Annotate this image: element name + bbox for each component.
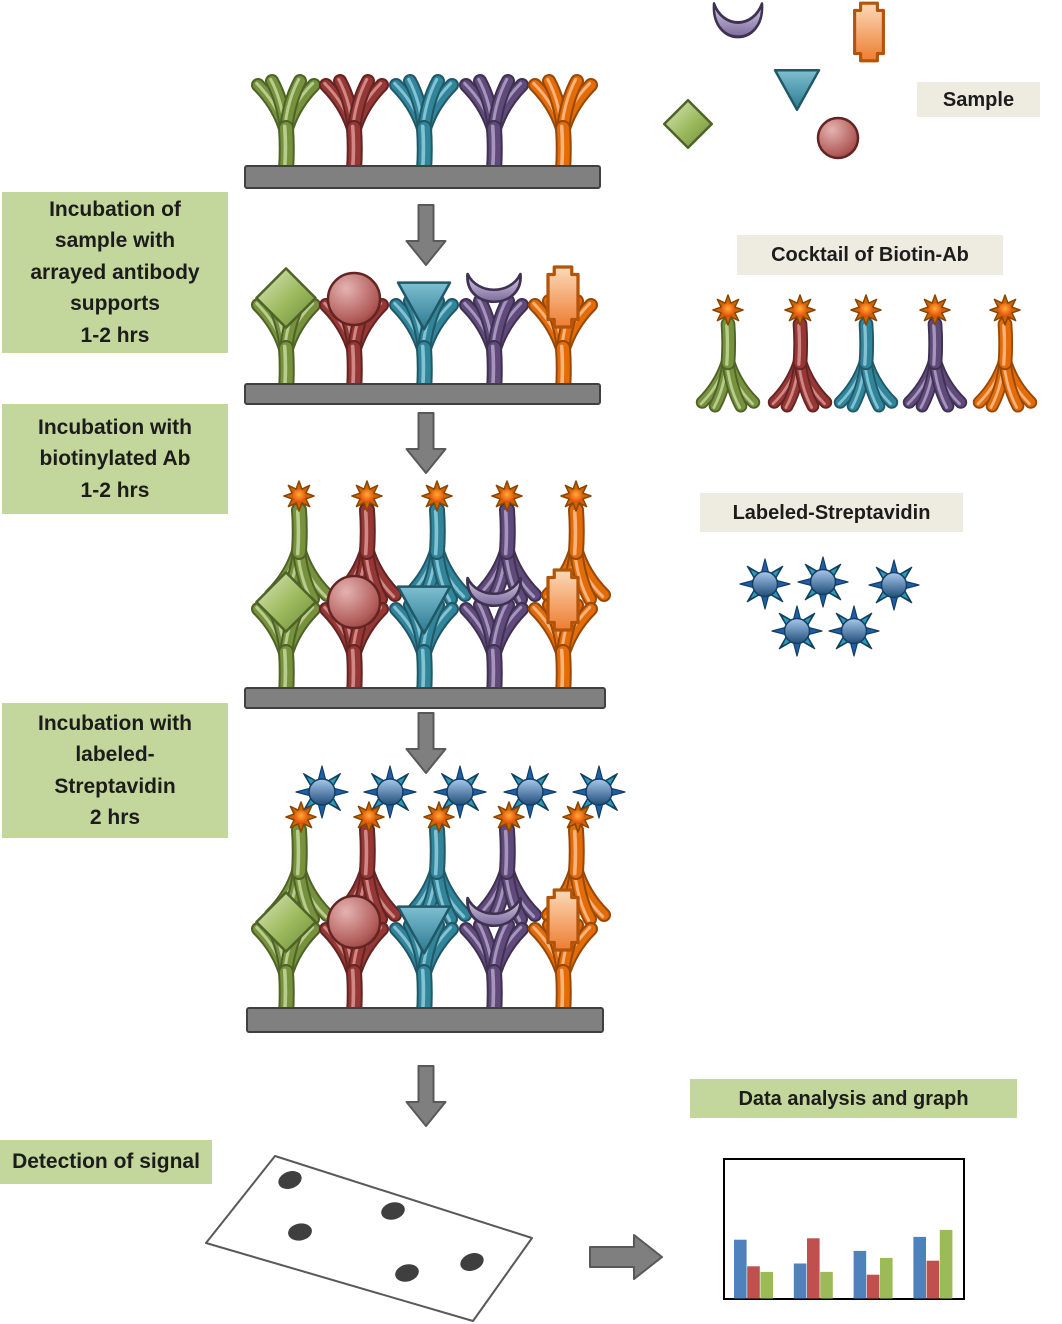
biotin-star-icon bbox=[989, 294, 1021, 326]
streptavidin-burst-icon bbox=[771, 605, 823, 657]
down-arrow-icon bbox=[405, 412, 447, 474]
biotin-star-icon bbox=[351, 480, 383, 512]
biotin-star-icon bbox=[285, 801, 317, 833]
antigen-diamond bbox=[255, 267, 317, 329]
streptavidin-burst-icon bbox=[797, 556, 849, 608]
chart-bar-green bbox=[820, 1271, 833, 1299]
antigen-diamond bbox=[662, 98, 714, 150]
streptavidin-burst-icon bbox=[503, 765, 557, 819]
streptavidin-burst-icon bbox=[868, 559, 920, 611]
biotin-star-icon bbox=[784, 294, 816, 326]
chart-bar-red bbox=[866, 1274, 880, 1299]
antibody-inverted bbox=[833, 316, 899, 413]
antigen-plug bbox=[546, 265, 580, 329]
streptavidin-burst-icon bbox=[363, 765, 417, 819]
signal-spot bbox=[288, 1223, 312, 1241]
biotin-star-icon bbox=[562, 801, 594, 833]
chart-bar-blue bbox=[793, 1263, 807, 1299]
antibody bbox=[459, 918, 529, 1022]
support-bar bbox=[244, 165, 601, 189]
microarray-slide bbox=[205, 1155, 533, 1322]
antigen-plug bbox=[853, 1, 885, 63]
antibody bbox=[459, 598, 529, 702]
antibody bbox=[389, 74, 459, 178]
step-label-incubation-streptavidin: Incubation with labeled- Streptavidin 2 … bbox=[2, 703, 228, 838]
streptavidin-burst-icon bbox=[572, 765, 626, 819]
step-label-incubation-sample: Incubation of sample with arrayed antibo… bbox=[2, 192, 228, 353]
annotation-cocktail: Cocktail of Biotin-Ab bbox=[737, 235, 1003, 275]
antigen-crescent bbox=[466, 272, 522, 303]
biotin-star-icon bbox=[560, 480, 592, 512]
streptavidin-burst-icon bbox=[828, 605, 880, 657]
annotation-sample: Sample bbox=[917, 82, 1040, 117]
antibody bbox=[459, 294, 529, 398]
biotin-star-icon bbox=[421, 480, 453, 512]
antigen-triangle bbox=[396, 281, 452, 331]
chart-bar-green bbox=[760, 1271, 773, 1299]
annotation-streptavidin: Labeled-Streptavidin bbox=[700, 493, 963, 532]
biotin-star-icon bbox=[283, 480, 315, 512]
antibody bbox=[319, 74, 389, 178]
antibody bbox=[251, 74, 321, 178]
streptavidin-burst-icon bbox=[295, 765, 349, 819]
biotin-star-icon bbox=[353, 801, 385, 833]
antibody-inverted bbox=[695, 316, 761, 413]
chart-bar-red bbox=[807, 1238, 820, 1299]
antigen-crescent bbox=[712, 2, 764, 39]
biotin-star-icon bbox=[491, 480, 523, 512]
antigen-crescent bbox=[466, 896, 522, 927]
support-bar bbox=[244, 383, 601, 405]
antigen-triangle bbox=[396, 585, 452, 635]
antibody-inverted bbox=[472, 822, 542, 926]
antigen-diamond bbox=[255, 571, 317, 633]
antigen-circle bbox=[326, 894, 382, 950]
streptavidin-burst-icon bbox=[433, 765, 487, 819]
annotation-analysis: Data analysis and graph bbox=[690, 1079, 1017, 1118]
down-arrow-icon bbox=[405, 712, 447, 774]
chart-bar-red bbox=[747, 1266, 760, 1299]
antigen-diamond bbox=[255, 891, 317, 953]
bar-chart bbox=[723, 1158, 965, 1300]
chart-bar-red bbox=[926, 1260, 940, 1299]
antigen-circle bbox=[326, 271, 382, 327]
antigen-plug bbox=[546, 568, 580, 632]
chart-bar-blue bbox=[853, 1250, 867, 1299]
antibody-inverted bbox=[972, 316, 1038, 413]
signal-spot bbox=[460, 1253, 484, 1271]
antigen-triangle bbox=[396, 905, 452, 955]
signal-spot bbox=[395, 1264, 419, 1282]
step-label-incubation-biotin: Incubation with biotinylated Ab 1-2 hrs bbox=[2, 404, 228, 514]
antibody bbox=[528, 74, 598, 178]
chart-bar-green bbox=[880, 1257, 893, 1299]
antigen-circle bbox=[816, 116, 860, 160]
step-label-detection: Detection of signal bbox=[0, 1140, 212, 1184]
antibody-inverted bbox=[767, 316, 833, 413]
streptavidin-burst-icon bbox=[739, 558, 791, 610]
chart-bar-green bbox=[939, 1229, 953, 1299]
antibody bbox=[459, 74, 529, 178]
biotin-star-icon bbox=[493, 801, 525, 833]
signal-spot bbox=[278, 1171, 302, 1189]
biotin-star-icon bbox=[712, 294, 744, 326]
chart-bar-blue bbox=[734, 1239, 747, 1299]
right-arrow-icon bbox=[589, 1234, 663, 1280]
down-arrow-icon bbox=[405, 204, 447, 266]
support-bar bbox=[246, 1007, 604, 1033]
down-arrow-icon bbox=[405, 1065, 447, 1127]
biotin-star-icon bbox=[919, 294, 951, 326]
biotin-star-icon bbox=[850, 294, 882, 326]
antibody-inverted bbox=[902, 316, 968, 413]
chart-bar-blue bbox=[913, 1236, 926, 1299]
signal-spot bbox=[381, 1202, 405, 1220]
sample-shapes bbox=[662, 1, 885, 160]
antibody-inverted bbox=[472, 502, 542, 606]
antigen-triangle bbox=[773, 68, 821, 112]
support-bar bbox=[244, 687, 606, 709]
antigen-plug bbox=[546, 888, 580, 952]
antigen-circle bbox=[326, 574, 382, 630]
antigen-crescent bbox=[466, 576, 522, 607]
biotin-star-icon bbox=[423, 801, 455, 833]
